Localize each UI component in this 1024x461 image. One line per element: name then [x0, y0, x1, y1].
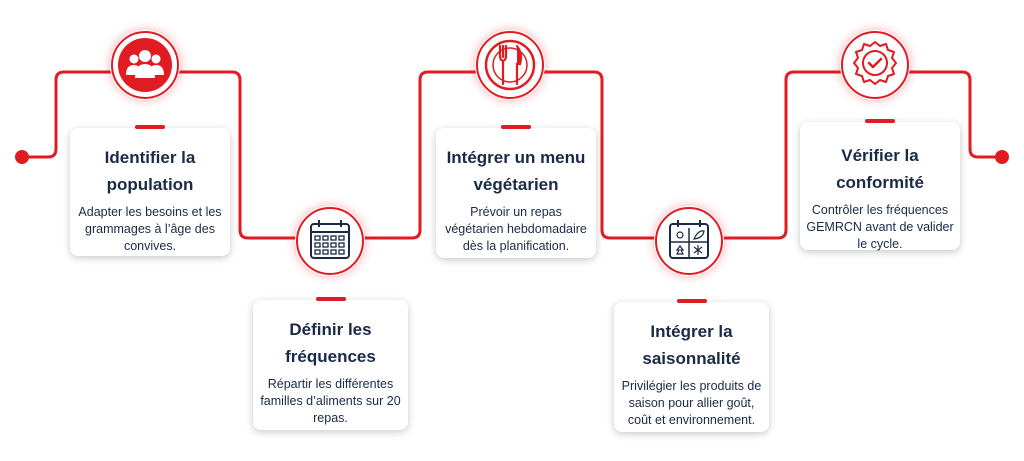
step-title: Définir les fréquences [285, 320, 376, 366]
timeline-end-dot [995, 150, 1009, 164]
step-card-integrer-saisonnalite: Intégrer la saisonnalité Privilégier les… [614, 299, 769, 432]
plate-cutlery-icon [476, 31, 544, 99]
timeline-start-dot [15, 150, 29, 164]
card-accent-bar [501, 125, 531, 129]
certified-check-icon [841, 31, 909, 99]
step-description: Contrôler les fréquences GEMRCN avant de… [806, 203, 954, 251]
card-accent-bar [315, 297, 346, 301]
card-accent-bar [135, 125, 165, 129]
step-icon-badge [654, 206, 724, 276]
step-description: Privilégier les produits de saison pour … [621, 379, 762, 427]
step-icon-badge [295, 206, 365, 276]
step-description: Prévoir un repas végétarien hebdomadaire… [445, 205, 587, 253]
step-title: Identifier la population [104, 148, 196, 194]
step-title: Intégrer la saisonnalité [642, 322, 741, 368]
step-card-integrer-menu-vegetarien: Intégrer un menu végétarien Prévoir un r… [436, 125, 596, 258]
step-title: Vérifier la conformité [836, 146, 924, 192]
calendar-icon [296, 207, 364, 275]
group-icon [111, 31, 179, 99]
step-icon-badge [840, 30, 910, 100]
seasons-calendar-icon [655, 207, 723, 275]
card-accent-bar [676, 299, 707, 303]
step-card-identifier-population: Identifier la population Adapter les bes… [70, 125, 230, 256]
step-icon-badge [475, 30, 545, 100]
step-icon-badge [110, 30, 180, 100]
step-description: Répartir les différentes familles d’alim… [260, 377, 401, 425]
step-card-definir-frequences: Définir les fréquences Répartir les diff… [253, 297, 408, 430]
step-card-verifier-conformite: Vérifier la conformité Contrôler les fré… [800, 119, 960, 251]
step-description: Adapter les besoins et les grammages à l… [78, 205, 222, 253]
card-accent-bar [865, 119, 895, 123]
step-title: Intégrer un menu végétarien [446, 148, 586, 194]
